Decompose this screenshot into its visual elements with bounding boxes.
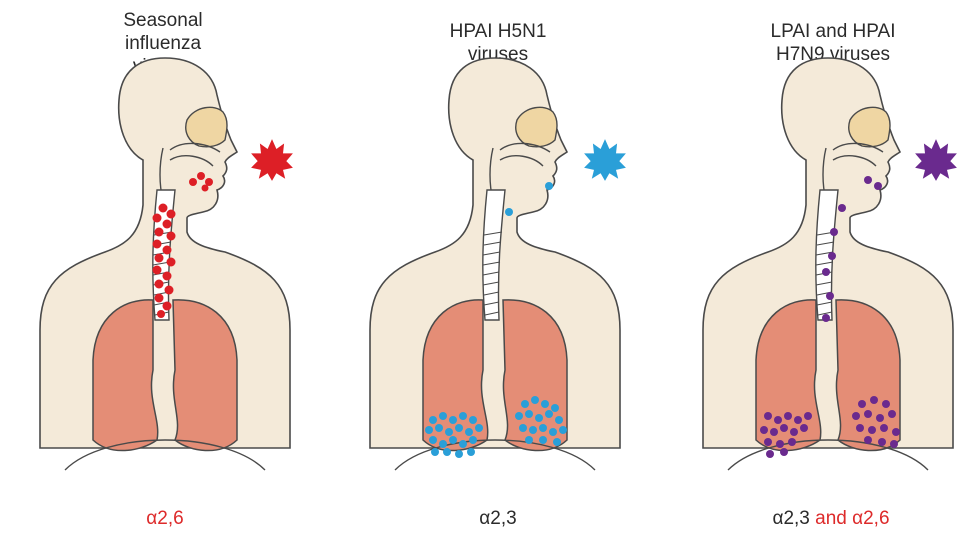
panel-3-caption-receptor-2: and α2,6 [810,508,890,529]
panel-1-figure [40,58,293,470]
human-body-outline [40,58,290,470]
panel-2-caption: α2,3 [378,508,618,530]
panel-3-figure [703,58,957,470]
human-body-outline [703,58,953,470]
spiky-virus-icon [251,139,293,181]
panel-3-caption: α2,3 and α2,6 [711,508,951,530]
spiky-virus-icon [915,139,957,181]
panel-1-caption-receptor: α2,6 [146,508,183,529]
panel-1-caption: α2,6 [45,508,285,530]
panel-2-caption-receptor: α2,3 [479,508,516,529]
spiky-virus-icon [584,139,626,181]
panel-3-caption-receptor-1: α2,3 [772,508,809,529]
human-body-outline [370,58,620,470]
panel-2-figure [370,58,626,470]
